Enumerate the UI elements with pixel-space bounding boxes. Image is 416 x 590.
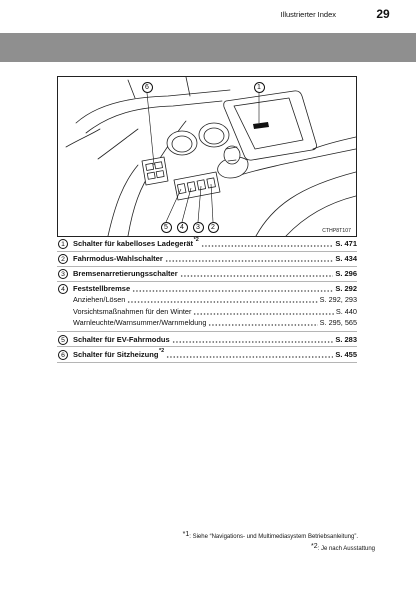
entry-title: Bremsenarretierungsschalter [73, 269, 178, 278]
index-subentry: Vorsichtsmaßnahmen für den Winter S. 440 [73, 306, 357, 318]
center-console-illustration: 6 1 5 4 3 2 CTHP8T107 [57, 76, 357, 237]
footnote-text: : Siehe “Navigations- und Multimediasyst… [189, 534, 358, 540]
footnote-1: *1: Siehe “Navigations- und Multimediasy… [182, 531, 358, 542]
subentry-page-ref: S. 292, 293 [319, 295, 357, 304]
entry-number: 3 [58, 268, 68, 279]
index-subentry: Warnleuchte/Warnsummer/Warnmeldung S. 29… [73, 317, 357, 329]
footnote-text: : Je nach Ausstattung [317, 546, 375, 552]
dot-leader [127, 300, 318, 304]
subentry-page-ref: S. 295, 565 [319, 318, 357, 327]
dot-leader [164, 258, 334, 263]
entry-number: 6 [58, 349, 68, 360]
callout-4: 4 [176, 222, 188, 233]
entry-title: Feststellbremse [73, 284, 131, 293]
console-line-art [65, 77, 356, 236]
callout-1: 1 [253, 81, 265, 93]
divider [57, 331, 357, 332]
entry-page-ref: S. 434 [335, 254, 357, 263]
entry-page-ref: S. 455 [335, 350, 357, 359]
entry-page-ref: S. 292 [335, 284, 357, 293]
page-number: 29 [376, 7, 390, 21]
subentry-page-ref: S. 440 [335, 307, 357, 316]
divider [57, 281, 357, 282]
dot-leader [132, 288, 334, 293]
entry-number: 4 [58, 283, 68, 294]
dot-leader [179, 273, 334, 278]
divider [57, 362, 357, 363]
entry-title: Schalter für Sitzheizung [73, 350, 159, 359]
entry-page-ref: S. 471 [335, 239, 357, 248]
entry-title: Schalter für EV-Fahrmodus [73, 335, 170, 344]
footnote-2: *2: Je nach Ausstattung [311, 543, 375, 554]
entry-footnote-ref: *2 [193, 237, 199, 243]
dot-leader [200, 243, 334, 248]
entry-title: Fahrmodus-Wahlschalter [73, 254, 163, 263]
dot-leader [208, 323, 318, 327]
dot-leader [166, 354, 334, 359]
figure-code: CTHP8T107 [322, 228, 351, 234]
callout-5: 5 [160, 222, 172, 233]
entry-footnote-ref: *2 [158, 348, 165, 354]
footnote-marker: *2 [311, 543, 318, 550]
entry-number: 2 [58, 253, 68, 264]
index-entry-3: 3 Bremsenarretierungsschalter S. 296 [57, 267, 357, 280]
index-entry-1: 1 Schalter für kabelloses Ladegerät *2 S… [57, 237, 357, 250]
dot-leader [171, 339, 334, 344]
index-entry-4: 4 Feststellbremse S. 292 [57, 282, 357, 295]
dot-leader [193, 312, 334, 316]
divider [57, 251, 357, 252]
subentry-title: Vorsichtsmaßnahmen für den Winter [73, 307, 192, 316]
header-band [0, 33, 416, 62]
entry-number: 1 [58, 238, 68, 249]
entry-number: 5 [58, 334, 68, 345]
subentry-title: Anziehen/Lösen [73, 295, 126, 304]
callout-3: 3 [192, 222, 204, 233]
entry-page-ref: S. 283 [335, 335, 357, 344]
entry-title: Schalter für kabelloses Ladegerät [73, 239, 194, 248]
entry-page-ref: S. 296 [335, 269, 357, 278]
index-entry-6: 6 Schalter für Sitzheizung *2 S. 455 [57, 348, 357, 361]
subentry-title: Warnleuchte/Warnsummer/Warnmeldung [73, 318, 207, 327]
divider [57, 266, 357, 267]
divider [57, 346, 357, 347]
index-entry-2: 2 Fahrmodus-Wahlschalter S. 434 [57, 252, 357, 265]
index-entry-5: 5 Schalter für EV-Fahrmodus S. 283 [57, 333, 357, 346]
footnote-marker: *1 [182, 531, 190, 538]
callout-2: 2 [207, 222, 219, 233]
index-subentry: Anziehen/Lösen S. 292, 293 [73, 294, 357, 306]
section-title: Illustrierter Index [280, 10, 336, 19]
callout-6: 6 [141, 81, 153, 93]
